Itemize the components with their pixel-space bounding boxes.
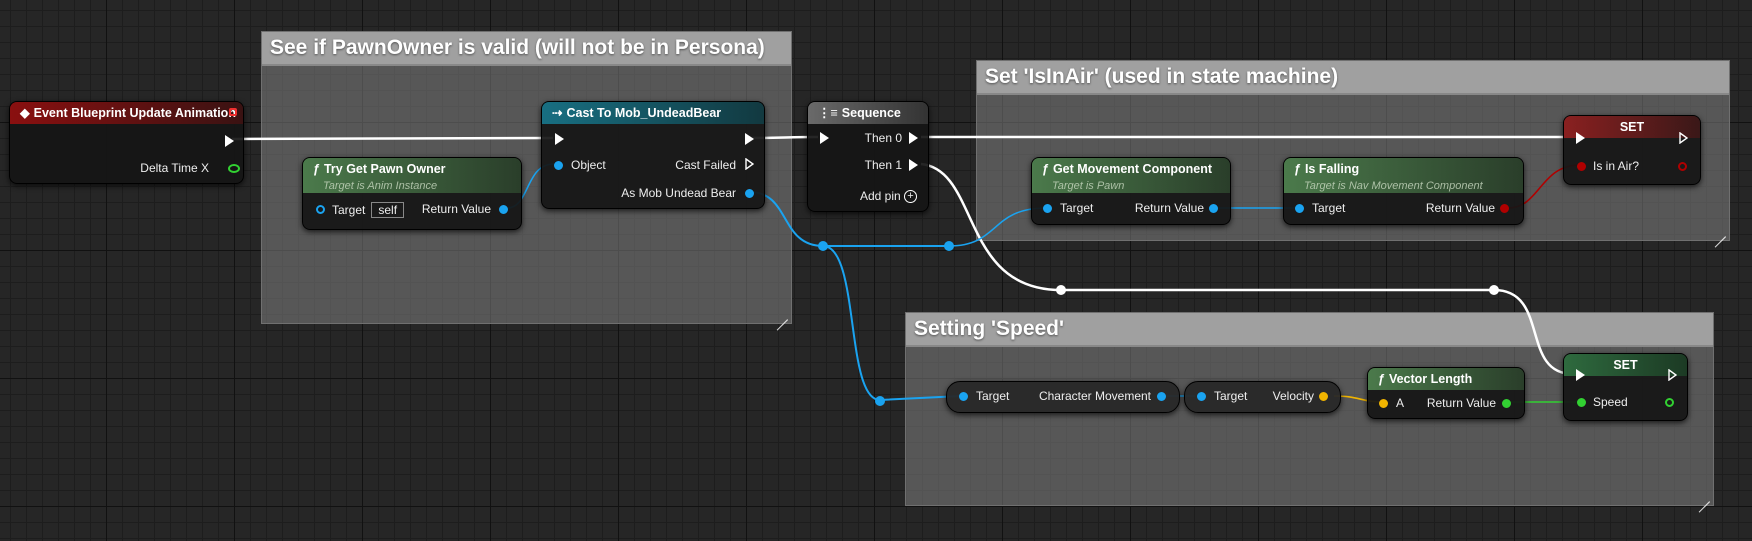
object-label: Object xyxy=(571,158,606,172)
speed-out-pin[interactable] xyxy=(1665,398,1674,407)
cast-to-node[interactable]: ⇢Cast To Mob_UndeadBear Object Cast Fail… xyxy=(541,101,765,209)
is-in-air-pin[interactable] xyxy=(1577,162,1586,171)
exec-out-pin[interactable] xyxy=(225,135,234,147)
node-header: ⇢Cast To Mob_UndeadBear xyxy=(542,102,764,124)
exec-in-pin[interactable] xyxy=(1576,132,1585,144)
a-label: A xyxy=(1396,396,1405,410)
target-pin[interactable] xyxy=(1043,204,1052,213)
return-value-label: Return Value xyxy=(1425,201,1495,215)
set-is-in-air-node[interactable]: SET Is in Air? xyxy=(1563,115,1701,185)
character-movement-pin[interactable] xyxy=(1157,392,1166,401)
comment-title[interactable]: See if PawnOwner is valid (will not be i… xyxy=(262,32,791,66)
as-mob-pin[interactable] xyxy=(745,189,754,198)
is-in-air-out-pin[interactable] xyxy=(1678,162,1687,171)
return-value-label: Return Value xyxy=(1134,201,1204,215)
return-value-pin[interactable] xyxy=(1502,399,1511,408)
then0-pin[interactable] xyxy=(909,132,918,144)
node-title: SET xyxy=(1613,358,1638,372)
object-pin[interactable] xyxy=(554,161,563,170)
character-movement-node[interactable]: Target Character Movement xyxy=(946,381,1180,413)
then1-pin[interactable] xyxy=(909,159,918,171)
node-subtitle: Target is Nav Movement Component xyxy=(1304,180,1483,192)
exec-out-pin[interactable] xyxy=(1679,132,1688,144)
node-header: ◆Event Blueprint Update Animation xyxy=(10,102,243,124)
return-value-label: Return Value xyxy=(1426,396,1496,410)
a-pin[interactable] xyxy=(1379,399,1388,408)
exec-in-pin[interactable] xyxy=(1576,369,1585,381)
node-title: Cast To Mob_UndeadBear xyxy=(566,106,722,120)
node-header: ⋮≡Sequence xyxy=(808,102,928,124)
as-mob-label: As Mob Undead Bear xyxy=(621,186,736,200)
then0-label: Then 0 xyxy=(864,131,902,145)
cast-arrow-icon: ⇢ xyxy=(552,106,563,120)
cast-failed-pin[interactable] xyxy=(745,158,754,170)
function-icon: ƒ xyxy=(1042,162,1049,176)
node-title: Get Movement Component xyxy=(1052,162,1212,176)
exec-out-pin[interactable] xyxy=(745,133,754,145)
delta-time-pin[interactable] xyxy=(228,164,240,173)
cast-failed-label: Cast Failed xyxy=(675,158,736,172)
target-label: Target xyxy=(1312,201,1346,215)
velocity-label: Velocity xyxy=(1272,389,1314,403)
resize-handle[interactable] xyxy=(776,308,788,320)
node-title: SET xyxy=(1619,120,1645,134)
velocity-node[interactable]: Target Velocity xyxy=(1184,381,1341,413)
add-pin-button[interactable]: Add pin + xyxy=(860,189,917,204)
exec-in-pin[interactable] xyxy=(555,133,564,145)
delegate-pin-icon[interactable] xyxy=(229,108,237,116)
node-title: Sequence xyxy=(841,106,901,120)
exec-out-pin[interactable] xyxy=(1668,369,1677,381)
sequence-icon: ⋮≡ xyxy=(818,106,838,120)
event-update-animation-node[interactable]: ◆Event Blueprint Update Animation Delta … xyxy=(9,101,244,184)
delta-time-label: Delta Time X xyxy=(140,161,209,175)
target-pin[interactable] xyxy=(959,392,968,401)
target-pin[interactable] xyxy=(1197,392,1206,401)
set-speed-node[interactable]: SET Speed xyxy=(1563,353,1688,421)
node-header: SET xyxy=(1564,116,1700,138)
resize-handle[interactable] xyxy=(1714,225,1726,237)
self-input[interactable]: self xyxy=(371,202,405,218)
is-in-air-label: Is in Air? xyxy=(1593,159,1640,173)
exec-in-pin[interactable] xyxy=(820,132,829,144)
comment-title[interactable]: Set 'IsInAir' (used in state machine) xyxy=(977,61,1729,95)
target-pin[interactable] xyxy=(316,205,325,214)
comment-title[interactable]: Setting 'Speed' xyxy=(906,313,1713,347)
character-movement-label: Character Movement xyxy=(1038,389,1151,403)
node-title: Event Blueprint Update Animation xyxy=(33,106,236,120)
plus-circle-icon: + xyxy=(904,190,917,204)
resize-handle[interactable] xyxy=(1698,490,1710,502)
function-icon: ƒ xyxy=(313,162,320,176)
return-value-pin[interactable] xyxy=(1500,204,1509,213)
speed-pin[interactable] xyxy=(1577,398,1586,407)
node-subtitle: Target is Pawn xyxy=(1052,180,1125,192)
return-value-pin[interactable] xyxy=(499,205,508,214)
velocity-pin[interactable] xyxy=(1319,392,1328,401)
function-icon: ƒ xyxy=(1294,162,1301,176)
target-label: Target xyxy=(976,389,1010,403)
target-label: Target xyxy=(1060,201,1094,215)
event-diamond-icon: ◆ xyxy=(20,106,30,120)
return-value-pin[interactable] xyxy=(1209,204,1218,213)
node-title: Is Falling xyxy=(1304,162,1360,176)
node-title: Vector Length xyxy=(1388,372,1473,386)
node-header: SET xyxy=(1564,354,1687,376)
node-title: Try Get Pawn Owner xyxy=(323,162,446,176)
node-subtitle: Target is Anim Instance xyxy=(323,180,438,192)
target-pin[interactable] xyxy=(1295,204,1304,213)
speed-label: Speed xyxy=(1593,395,1628,409)
function-icon: ƒ xyxy=(1378,372,1385,386)
sequence-node[interactable]: ⋮≡Sequence Then 0 Then 1 Add pin + xyxy=(807,101,929,212)
return-value-label: Return Value xyxy=(421,202,491,216)
then1-label: Then 1 xyxy=(864,158,902,172)
target-label: Target xyxy=(1214,389,1248,403)
